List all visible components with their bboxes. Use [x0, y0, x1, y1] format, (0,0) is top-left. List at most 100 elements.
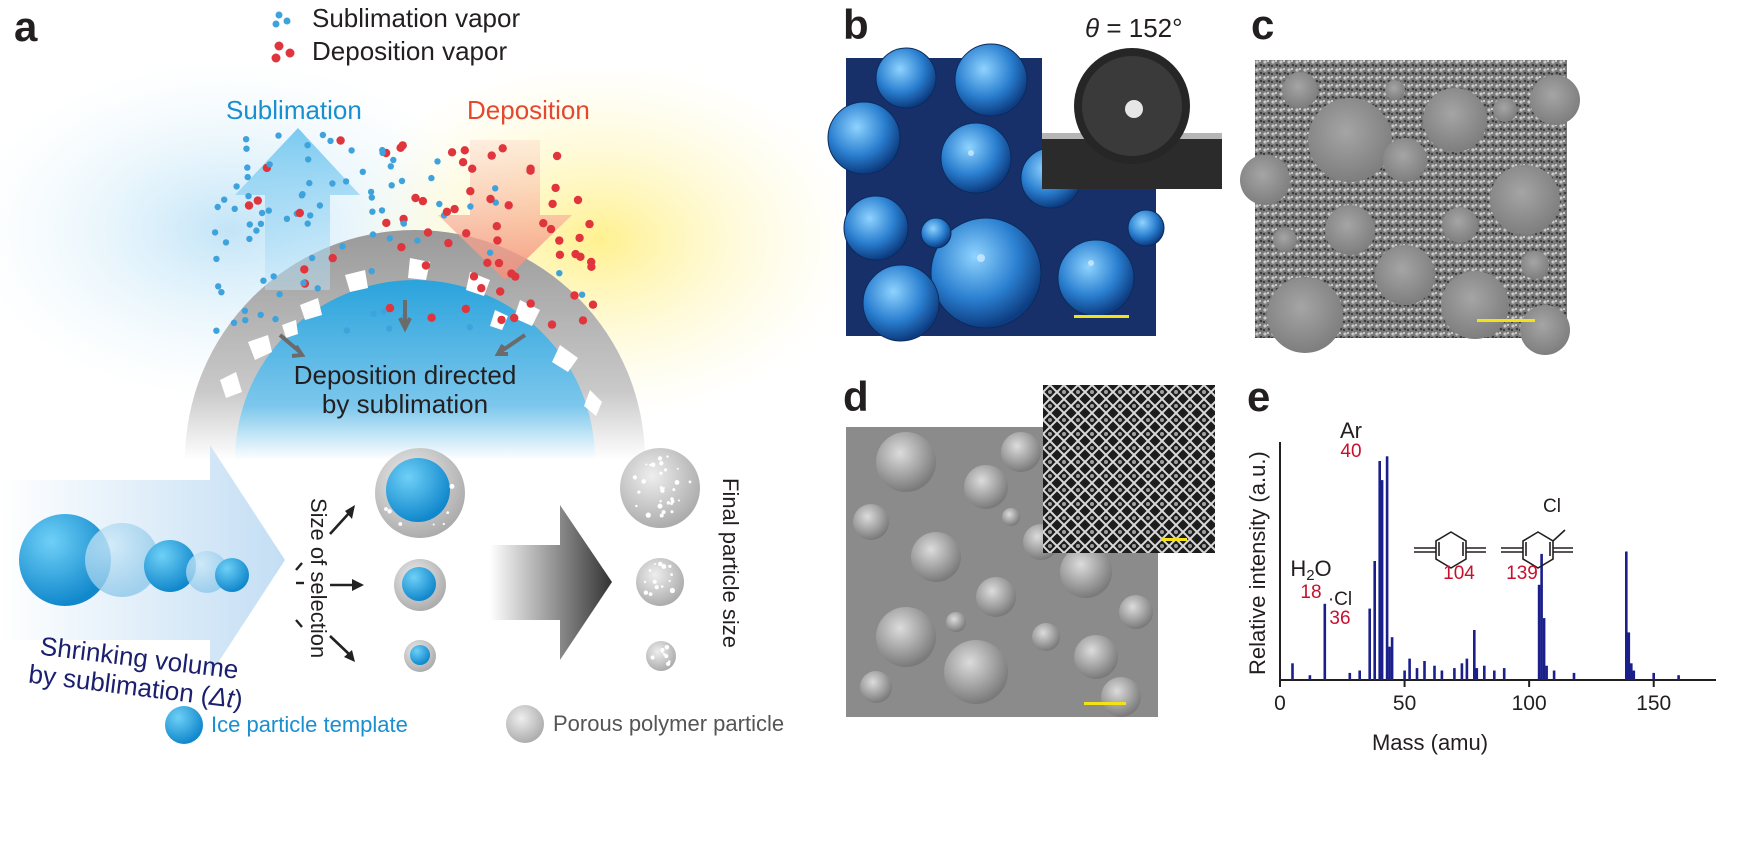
sublimation-vapor-dot [368, 268, 375, 275]
pore-dot [645, 512, 651, 518]
sublimation-vapor-dot [307, 212, 314, 219]
deposition-vapor-dot [444, 238, 453, 248]
panel-label-e: e [1247, 373, 1271, 420]
pore-dot [645, 463, 648, 466]
sublimation-vapor-dot [370, 310, 377, 317]
pore-dot [654, 581, 657, 584]
pore-dot [387, 509, 392, 514]
deposition-vapor-dot [397, 243, 406, 252]
pore-dot [650, 462, 656, 468]
panel-a-illustration [0, 11, 860, 744]
sublimation-vapor-dot [339, 243, 346, 250]
deposition-vapor-dot [477, 284, 486, 293]
deposition-vapor-dot [555, 236, 564, 245]
pore-dot [668, 579, 671, 583]
x-tick-label: 0 [1274, 692, 1286, 715]
annotation-h2o-value: 18 [1300, 582, 1322, 603]
pore-dot [648, 569, 652, 572]
spectrum-peak [1291, 663, 1294, 680]
sublimation-vapor-dot [306, 179, 313, 187]
deposition-vapor-dot [328, 253, 337, 263]
sublimation-vapor-dot [233, 183, 240, 190]
deposition-vapor-dot [510, 313, 519, 323]
pore-dot [664, 654, 669, 659]
sublimation-vapor-dot [466, 324, 473, 331]
pore-dot [661, 564, 667, 569]
deposition-vapor-dot [244, 201, 254, 210]
final-particles [620, 448, 700, 671]
pore-dot [670, 573, 673, 576]
sublimation-vapor-dot [214, 203, 221, 211]
pore-dot [660, 488, 665, 493]
sublimation-vapor-dot [300, 279, 307, 287]
pore-dot [666, 455, 669, 458]
deposition-vapor-dot [399, 214, 408, 224]
deposition-vapor-dot [548, 199, 557, 209]
deposition-vapor-dot [497, 315, 506, 325]
pore-dot [637, 490, 641, 494]
sublimation-vapor-dot [369, 231, 377, 238]
spectrum-peak [1323, 603, 1327, 680]
pore-dot [674, 480, 680, 485]
sublimation-vapor-dot [327, 137, 334, 145]
sublimation-vapor-dot [314, 285, 321, 292]
deposition-vapor-dot [570, 291, 579, 300]
sublimation-vapor-dot [414, 237, 421, 244]
pore-dot [384, 508, 388, 511]
pore-dot [659, 513, 664, 518]
pore-dot [442, 522, 445, 526]
pore-dot [659, 500, 662, 503]
sublimation-vapor-dot [260, 277, 267, 284]
deposition-vapor-dot [585, 219, 594, 229]
pore-dot [678, 499, 680, 502]
deposition-vapor-dot [551, 183, 560, 193]
benzoquinodimethane-structure-icon [1414, 531, 1486, 569]
pore-dot [666, 501, 671, 505]
deposition-vapor-dot [526, 166, 535, 175]
pore-dot [648, 592, 653, 596]
sublimation-vapor-dot [213, 255, 220, 263]
spectrum-peak [1385, 456, 1389, 680]
chart-bars [1291, 456, 1680, 680]
spectrum-peak [1453, 668, 1456, 680]
sublimation-vapor-dot [298, 192, 306, 199]
sublimation-vapor-dot [342, 178, 350, 185]
legend-ice-particle: Ice particle template [211, 712, 408, 737]
sublimation-vapor-dot [367, 188, 375, 196]
spectrum-peak [1368, 608, 1371, 680]
deposition-vapor-dot [447, 148, 457, 157]
selected-particles [375, 448, 465, 672]
annotation-ar-label: Ar [1340, 418, 1362, 443]
spectrum-peak [1433, 665, 1436, 680]
sublimation-vapor-dot [400, 220, 407, 227]
spectrum-peak [1390, 637, 1394, 680]
deposition-vapor-dot [587, 262, 596, 271]
deposition-vapor-dot [507, 269, 516, 278]
deposition-vapor-dot [460, 146, 469, 155]
spectrum-peak [1348, 672, 1352, 680]
sublimation-vapor-dot [329, 180, 336, 187]
pore-dot [398, 522, 403, 526]
spectrum-peak [1677, 675, 1680, 680]
deposition-vapor-dot [498, 144, 507, 153]
deposition-vapor-dot [466, 187, 475, 196]
chart-ylabel: Relative intensity (a.u.) [1245, 451, 1270, 675]
sublimation-vapor-dot [305, 156, 312, 163]
vapor-dots [211, 131, 598, 334]
spectrum-peak [1625, 551, 1628, 680]
panel-b-contact-angle-inset [1042, 41, 1222, 189]
spectrum-peak [1440, 670, 1444, 680]
pore-dot [660, 647, 665, 653]
spectrum-peak [1630, 663, 1633, 680]
h2o-o: O [1314, 556, 1332, 581]
sublimation-vapor-dot [242, 317, 249, 324]
deposition-vapor-dot [575, 233, 584, 243]
pore-dot [669, 587, 676, 594]
pore-dot [446, 511, 450, 514]
sublimation-vapor-dot [253, 227, 260, 234]
sublimation-vapor-dot [242, 136, 250, 143]
spectrum-peak [1403, 670, 1406, 680]
sublimation-vapor-dot [246, 221, 253, 228]
sublimation-vapor-dot [246, 235, 253, 243]
pore-dot [653, 563, 656, 565]
